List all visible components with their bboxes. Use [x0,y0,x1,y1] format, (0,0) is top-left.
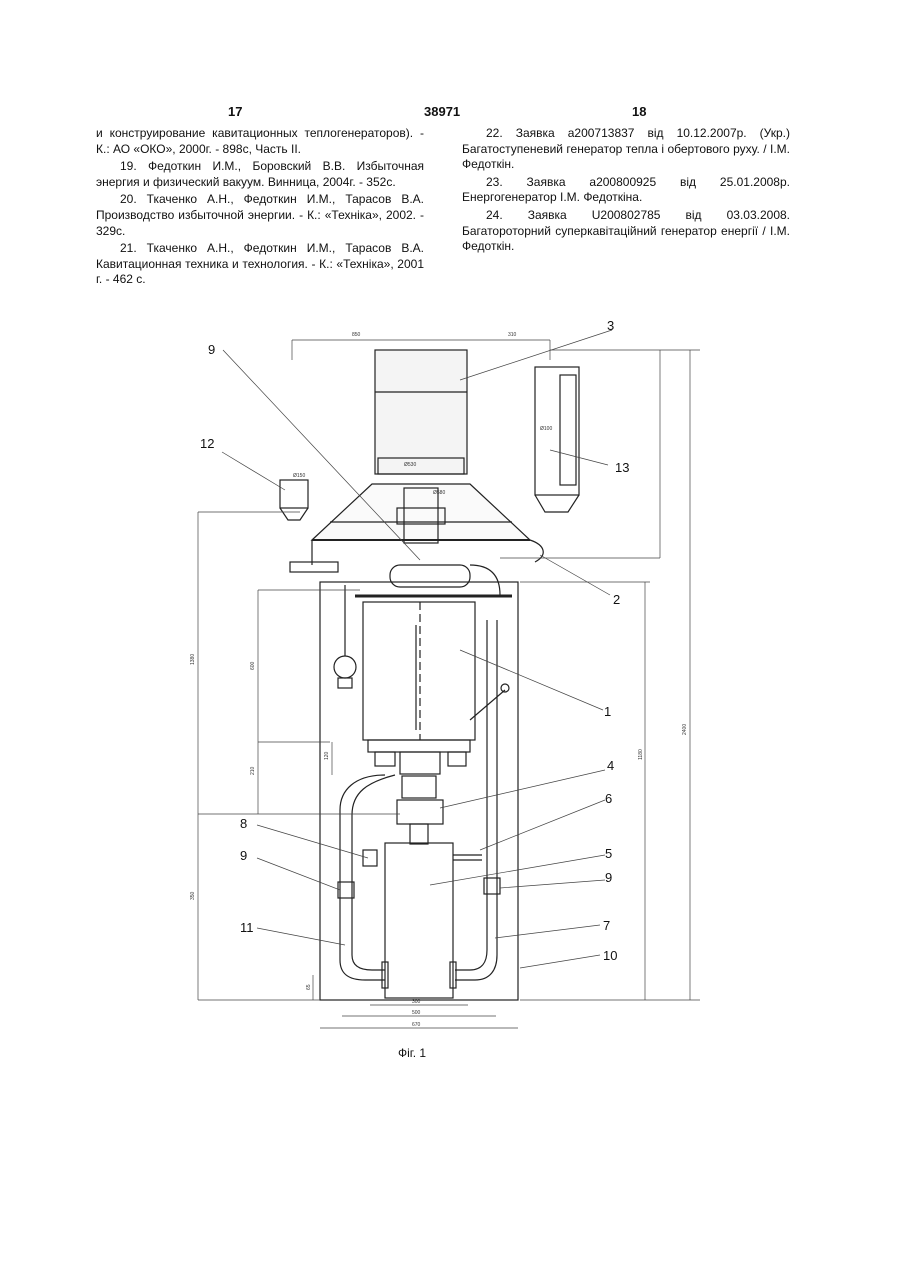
dim-d100: Ø100 [540,426,552,432]
dim-600: 600 [250,661,256,670]
reference-21: 21. Ткаченко А.Н., Федоткин И.М., Тарасо… [96,241,424,288]
dim-310: 310 [508,332,517,338]
hopper-left [280,480,308,508]
callout-13: 13 [615,460,629,475]
callout-5: 5 [605,846,612,861]
left-page-number: 17 [228,104,242,119]
dim-1380: 1380 [190,654,196,665]
reference-continuation: и конструирование кавитационных теплоген… [96,126,424,157]
callout-11: 9 [208,342,215,357]
callout-9-right: 9 [605,870,612,885]
callout-7: 7 [603,918,610,933]
dim-d530: Ø530 [404,462,416,468]
callout-6: 11 [240,920,254,935]
reference-24: 24. Заявка U200802785 від 03.03.2008. Ба… [462,208,790,255]
dim-1180: 1180 [638,749,644,760]
callout-3: 3 [607,318,614,333]
technical-drawing-figure-1: 9 12 3 13 2 1 4 6 5 9 7 10 8 9 11 850 31… [180,315,710,1040]
dim-850: 850 [352,332,361,338]
callout-1: 1 [604,704,611,719]
callout-9-lower: 9 [240,848,247,863]
callout-2: 2 [613,592,620,607]
document-number: 38971 [424,104,460,119]
dim-d580: Ø580 [433,490,445,496]
dim-120: 120 [324,751,330,760]
left-text-column: и конструирование кавитационных теплоген… [96,126,424,290]
reference-19: 19. Федоткин И.М., Боровский В.В. Избыто… [96,159,424,190]
dim-350: 350 [190,891,196,900]
housing-frame [320,582,518,1000]
vessel-1 [363,602,475,740]
reference-23: 23. Заявка а200800925 від 25.01.2008р. Е… [462,175,790,206]
callout-4: 4 [607,758,614,773]
callout-8: 6 [605,791,612,806]
dim-210: 210 [250,766,256,775]
right-page-number: 18 [632,104,646,119]
dim-2400: 2400 [682,724,688,735]
dim-500: 500 [412,1010,421,1016]
dim-670: 670 [412,1022,421,1028]
dim-300: 300 [412,999,421,1005]
callout-9-upper: 8 [240,816,247,831]
figure-caption: Фіг. 1 [398,1046,426,1060]
vessel-5 [385,843,453,998]
pressure-gauge [334,656,356,678]
callout-12: 12 [200,436,214,451]
top-cover [312,484,530,540]
reference-20: 20. Ткаченко А.Н., Федоткин И.М., Тарасо… [96,192,424,239]
dim-d150: Ø150 [293,473,305,479]
right-text-column: 22. Заявка а200713837 від 10.12.2007р. (… [462,126,790,257]
callout-10: 10 [603,948,617,963]
motor [375,350,467,474]
reference-22: 22. Заявка а200713837 від 10.12.2007р. (… [462,126,790,173]
dim-65: 65 [306,984,312,990]
